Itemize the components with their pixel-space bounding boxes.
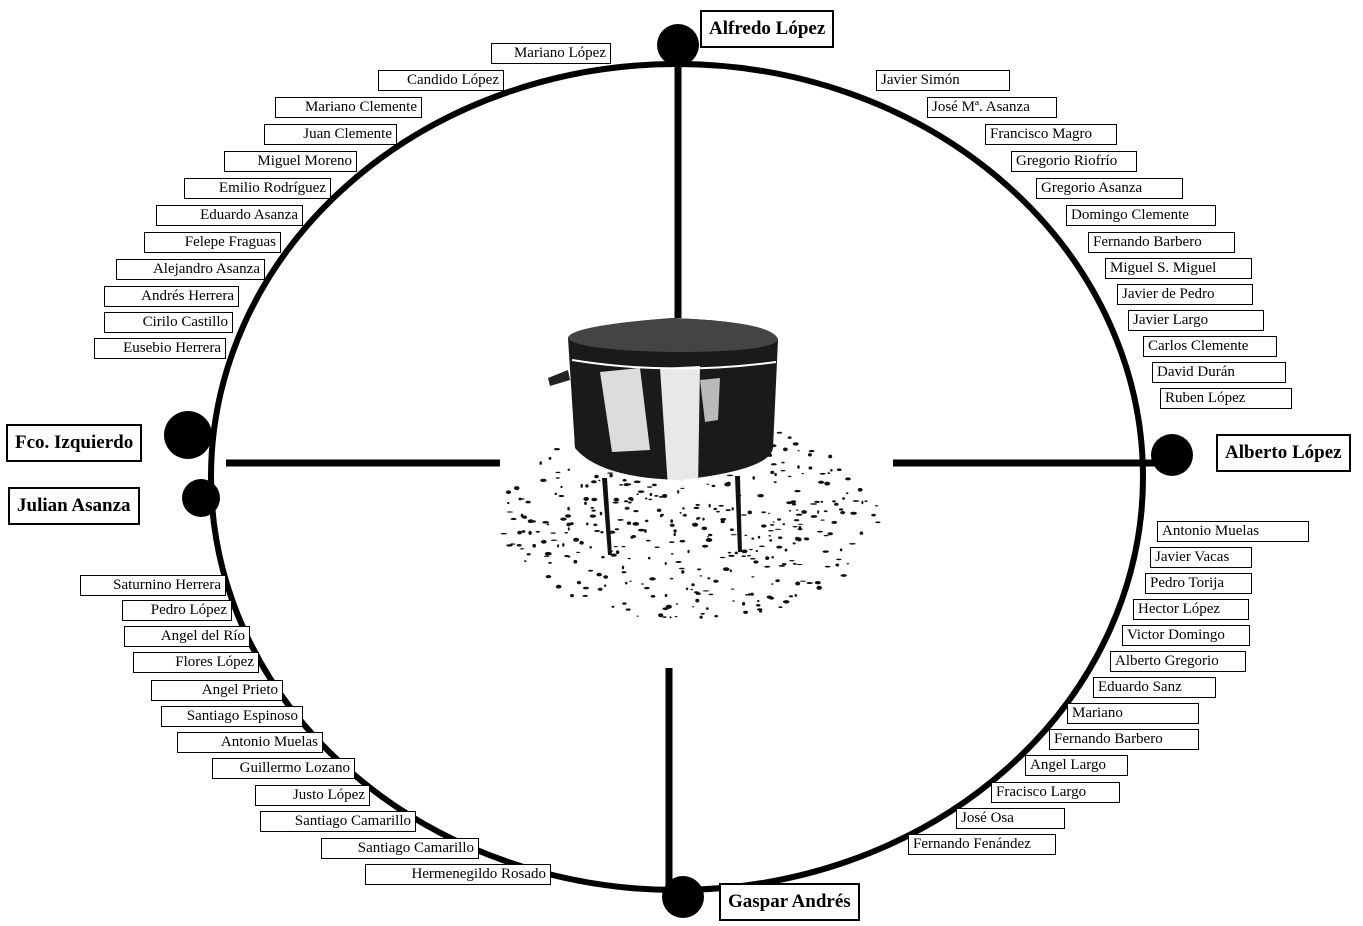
name-label: Antonio Muelas [1157, 521, 1309, 542]
leader-left-upper: Fco. Izquierdo [6, 424, 142, 462]
name-label: Angel Largo [1025, 755, 1128, 776]
name-label: Guillermo Lozano [212, 758, 355, 779]
name-label: Fracisco Largo [991, 782, 1120, 803]
name-label: Angel Prieto [151, 680, 283, 701]
name-label: Candido López [378, 70, 504, 91]
leader-top: Alfredo López [700, 10, 834, 48]
name-label: Santiago Camarillo [321, 838, 479, 859]
name-label: Emilio Rodríguez [184, 178, 331, 199]
name-label: Javier Simón [876, 70, 1010, 91]
name-label: Eusebio Herrera [94, 338, 226, 359]
name-label: Eduardo Sanz [1093, 677, 1216, 698]
leader-bottom: Gaspar Andrés [719, 883, 860, 921]
name-label: David Durán [1152, 362, 1286, 383]
name-label: Domingo Clemente [1066, 205, 1216, 226]
name-label: Alejandro Asanza [116, 259, 265, 280]
name-label: Andrés Herrera [104, 286, 239, 307]
name-label: Alberto Gregorio [1110, 651, 1246, 672]
name-label: Gregorio Asanza [1036, 178, 1183, 199]
name-label: Angel del Río [124, 626, 250, 647]
name-label: Fernando Barbero [1049, 729, 1199, 750]
name-label: Ruben López [1160, 388, 1292, 409]
name-label: Mariano Clemente [275, 97, 422, 118]
name-label: Miguel S. Miguel [1105, 258, 1252, 279]
name-label: José Mª. Asanza [927, 97, 1057, 118]
name-label: Antonio Muelas [177, 732, 323, 753]
name-label: Cirilo Castillo [104, 312, 233, 333]
name-label: Juan Clemente [264, 124, 397, 145]
name-label: Santiago Camarillo [260, 811, 416, 832]
name-label: Carlos Clemente [1143, 336, 1277, 357]
name-label: Santiago Espinoso [161, 706, 303, 727]
name-label: José Osa [956, 808, 1065, 829]
name-label: Gregorio Riofrío [1011, 151, 1137, 172]
name-label: Pedro López [122, 600, 232, 621]
name-label: Victor Domingo [1122, 625, 1250, 646]
name-label: Felepe Fraguas [144, 232, 281, 253]
name-label: Fernando Barbero [1088, 232, 1235, 253]
cauldron-icon [501, 318, 881, 619]
name-label: Eduardo Asanza [156, 205, 303, 226]
name-label: Fernando Fenández [908, 834, 1056, 855]
name-label: Justo López [255, 785, 370, 806]
name-label: Mariano [1067, 703, 1199, 724]
name-label: Hermenegildo Rosado [365, 864, 551, 885]
name-label: Javier Largo [1128, 310, 1264, 331]
leader-left-lower: Julian Asanza [8, 487, 140, 525]
name-label: Mariano López [491, 43, 611, 64]
leader-right: Alberto López [1216, 434, 1351, 472]
name-label: Francisco Magro [985, 124, 1117, 145]
name-label: Pedro Torija [1145, 573, 1252, 594]
name-label: Hector López [1133, 599, 1249, 620]
name-label: Flores López [133, 652, 259, 673]
name-label: Javier de Pedro [1117, 284, 1253, 305]
name-label: Saturnino Herrera [80, 575, 226, 596]
name-label: Miguel Moreno [224, 151, 357, 172]
name-label: Javier Vacas [1150, 547, 1252, 568]
